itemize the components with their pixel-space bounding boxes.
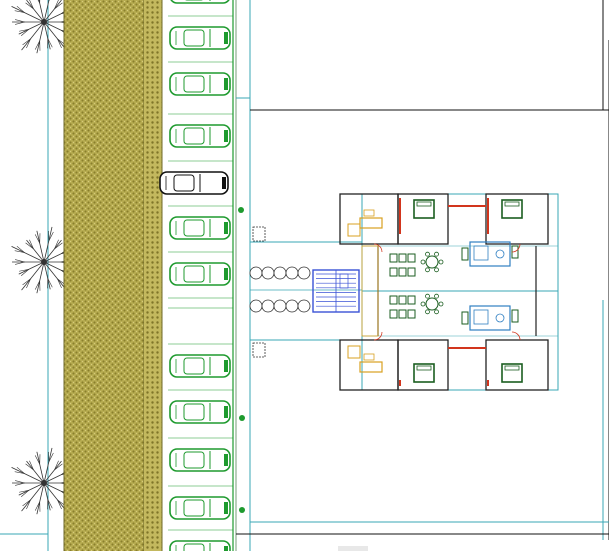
car-3 (168, 113, 233, 148)
car-6 (168, 251, 233, 286)
pillar (261, 266, 275, 280)
car-1 (168, 15, 233, 50)
pillar (249, 266, 263, 280)
car-4 (159, 160, 233, 195)
car-9 (168, 437, 233, 472)
pillar (285, 299, 299, 313)
car-bottom-partial (168, 529, 233, 551)
apartment-top-right (399, 193, 549, 267)
pillar (273, 299, 287, 313)
shrubs (238, 207, 245, 513)
parking-lot (159, 0, 237, 551)
pillar-row-group (249, 266, 311, 313)
car-top-partial (170, 0, 230, 4)
car-2 (168, 61, 233, 96)
paved-road (63, 0, 163, 551)
entrance-walkway (249, 226, 363, 358)
apartment-bottom-right (399, 305, 549, 391)
shrub-1 (238, 207, 244, 213)
tree-bottom (11, 447, 74, 515)
apartment-top-left (339, 193, 449, 277)
car-7 (168, 343, 233, 378)
stairwell (312, 269, 360, 313)
apartment-bottom-left (339, 293, 449, 391)
shrub-2 (239, 415, 245, 421)
pillar (249, 299, 263, 313)
pillar (285, 266, 299, 280)
pillar (297, 266, 311, 280)
pillar (273, 266, 287, 280)
site-lines (236, 0, 609, 551)
pillar (297, 299, 311, 313)
site-boundary-left (0, 0, 49, 551)
car-10 (168, 485, 233, 520)
pillar (261, 299, 275, 313)
car-8 (168, 389, 233, 424)
shrub-3 (239, 507, 245, 513)
apartment-building (339, 193, 559, 391)
car-5 (168, 205, 233, 240)
